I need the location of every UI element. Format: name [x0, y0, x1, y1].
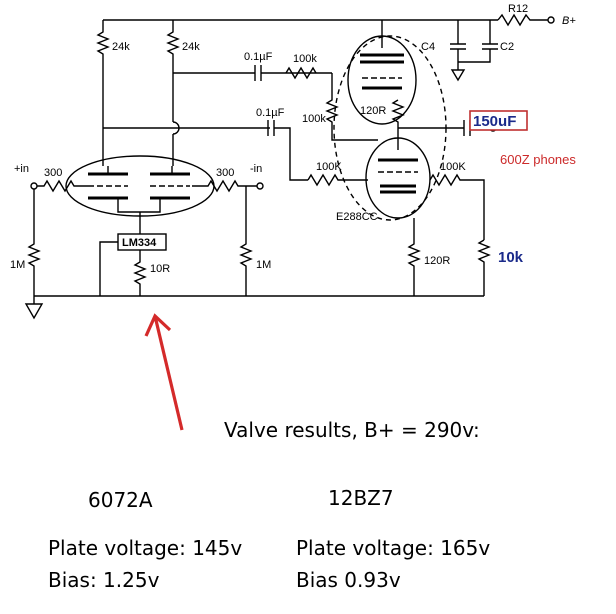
label-c4: C4	[421, 41, 435, 53]
r1m-left	[27, 189, 41, 296]
label-lm334: LM334	[122, 237, 157, 249]
label-in-pos: +in	[14, 163, 29, 175]
r100k-mid	[325, 73, 378, 141]
bplus-terminal	[547, 16, 555, 24]
label-r300-left: 300	[44, 167, 62, 179]
label-bplus: B+	[562, 15, 576, 27]
label-cap1: 0.1µF	[244, 51, 273, 63]
right-plate-voltage: Plate voltage: 165v	[296, 536, 491, 560]
label-cap2: 0.1µF	[256, 107, 285, 119]
r10k	[477, 239, 491, 296]
label-r100k-mid: 100k	[302, 113, 326, 125]
label-r120r-bottom: 120R	[424, 255, 450, 267]
input-pos-terminal	[30, 182, 38, 190]
label-cap150: 150uF	[473, 113, 516, 130]
r120r-top	[391, 99, 405, 150]
left-plate-voltage: Plate voltage: 145v	[48, 536, 243, 560]
label-phones: 600Z phones	[500, 152, 576, 167]
label-r1m-left: 1M	[10, 259, 25, 271]
r300-left	[37, 179, 88, 193]
r24k-right	[166, 20, 180, 166]
r100k-left	[307, 173, 368, 187]
red-arrow	[144, 313, 184, 431]
label-r24k-right: 24k	[182, 41, 200, 53]
label-tube: E288CC	[336, 211, 378, 223]
label-c2: C2	[500, 41, 514, 53]
label-r10k: 10k	[498, 249, 524, 266]
input-neg-terminal	[256, 182, 264, 190]
tube-lower	[365, 137, 431, 219]
r100k-right	[429, 173, 485, 240]
r100k-top	[285, 66, 317, 80]
r24k-left	[96, 20, 110, 166]
label-r24k-left: 24k	[112, 41, 130, 53]
cap150-box	[469, 110, 528, 131]
label-r100k-top: 100k	[293, 53, 317, 65]
left-bias: Bias: 1.25v	[48, 568, 160, 592]
label-r120r-top: 120R	[360, 105, 386, 117]
r300-right	[192, 179, 257, 193]
ground-symbol	[24, 296, 44, 320]
label-r300-right: 300	[216, 167, 234, 179]
label-in-neg: -in	[250, 163, 262, 175]
r12-resistor	[497, 13, 548, 27]
results-heading: Valve results, B+ = 290v:	[224, 418, 480, 442]
label-r1m-right: 1M	[256, 259, 271, 271]
right-bias: Bias 0.93v	[296, 568, 401, 592]
label-r12: R12	[508, 3, 528, 15]
right-valve-name: 12BZ7	[328, 486, 394, 510]
label-r10r: 10R	[150, 263, 170, 275]
label-r100k-right: 100K	[440, 161, 466, 173]
r1m-right	[239, 186, 253, 296]
left-valve-name: 6072A	[88, 488, 153, 512]
r120r-bottom	[407, 218, 421, 296]
r10r	[133, 250, 147, 296]
label-r100k-left: 100K	[316, 161, 342, 173]
